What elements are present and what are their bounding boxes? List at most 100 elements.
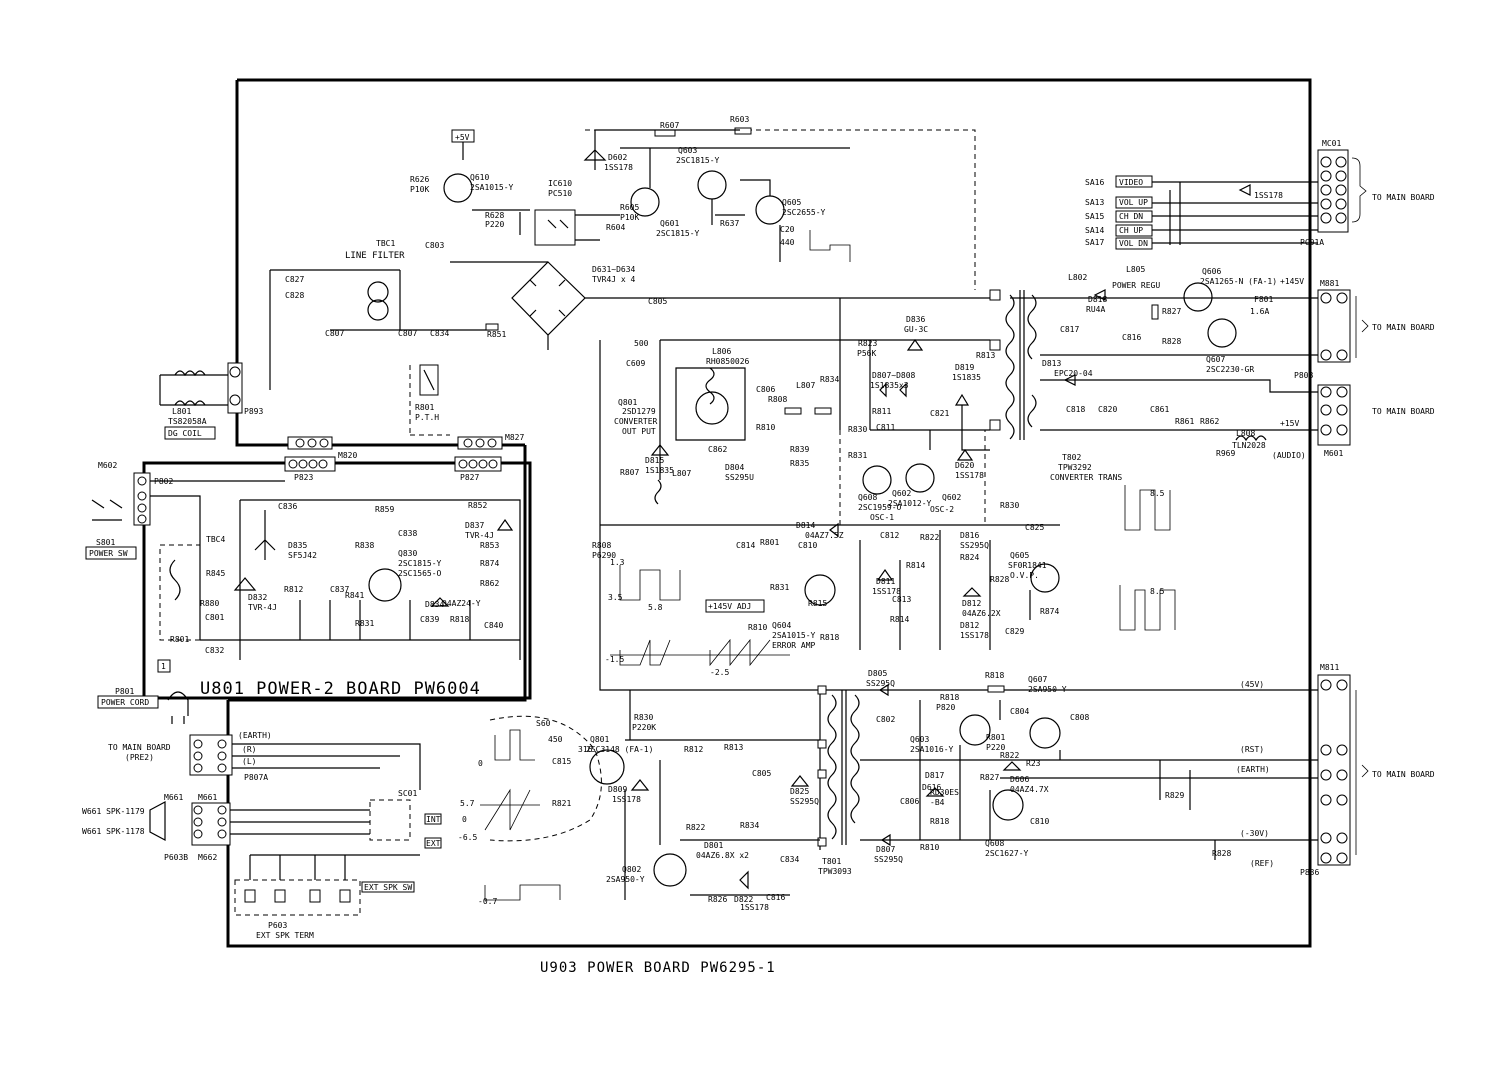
svg-text:C861: C861 — [1150, 405, 1169, 414]
svg-text:U801 POWER-2 BOARD PW6004: U801 POWER-2 BOARD PW6004 — [200, 679, 481, 699]
svg-text:P801: P801 — [115, 687, 134, 696]
svg-text:R830: R830 — [848, 425, 867, 434]
svg-text:CONVERTER TRANS: CONVERTER TRANS — [1050, 473, 1122, 482]
svg-text:R821: R821 — [552, 799, 571, 808]
svg-text:R818: R818 — [930, 817, 949, 826]
svg-text:R841: R841 — [345, 591, 364, 600]
svg-text:-0.7: -0.7 — [478, 897, 497, 906]
svg-text:2SC1815-Y: 2SC1815-Y — [656, 229, 700, 238]
svg-text:+5V: +5V — [455, 133, 470, 142]
svg-text:CONVERTER: CONVERTER — [614, 417, 658, 426]
svg-text:TVR4J x 4: TVR4J x 4 — [592, 275, 636, 284]
svg-text:M662: M662 — [198, 853, 217, 862]
svg-text:(EARTH): (EARTH) — [1236, 765, 1270, 774]
svg-text:500: 500 — [634, 339, 649, 348]
svg-text:-B4: -B4 — [930, 798, 945, 807]
svg-text:Q801: Q801 — [590, 735, 609, 744]
svg-text:P10K: P10K — [410, 185, 429, 194]
svg-text:R830: R830 — [634, 713, 653, 722]
connector-m881: M881 TO MAIN BOARD P808 — [1294, 279, 1435, 380]
svg-text:W661 SPK-1178: W661 SPK-1178 — [82, 827, 145, 836]
svg-text:Q603: Q603 — [678, 146, 697, 155]
svg-text:D631~D634: D631~D634 — [592, 265, 636, 274]
svg-text:P56K: P56K — [857, 349, 876, 358]
svg-text:D814: D814 — [796, 521, 815, 530]
svg-text:-6.5: -6.5 — [458, 833, 477, 842]
svg-text:5.7: 5.7 — [460, 799, 475, 808]
svg-text:C825: C825 — [1025, 523, 1044, 532]
svg-text:D807~D808: D807~D808 — [872, 371, 916, 380]
svg-text:2SC1565-O: 2SC1565-O — [398, 569, 442, 578]
svg-text:D815: D815 — [645, 456, 664, 465]
svg-text:450: 450 — [548, 735, 563, 744]
svg-text:RD30ES: RD30ES — [930, 788, 959, 797]
svg-text:EXT SPK TERM: EXT SPK TERM — [256, 931, 314, 940]
svg-text:C814: C814 — [736, 541, 755, 550]
main-board-title: U903 POWER BOARD PW6295-1 — [540, 960, 776, 976]
svg-text:R828: R828 — [1212, 849, 1231, 858]
svg-text:OSC-1: OSC-1 — [870, 513, 894, 522]
svg-text:TPW3292: TPW3292 — [1058, 463, 1092, 472]
svg-text:Q802: Q802 — [622, 865, 641, 874]
svg-text:440: 440 — [780, 238, 795, 247]
svg-text:SA14: SA14 — [1085, 226, 1104, 235]
svg-text:R818: R818 — [450, 615, 469, 624]
svg-text:R830: R830 — [1000, 501, 1019, 510]
svg-text:R852: R852 — [468, 501, 487, 510]
svg-text:M827: M827 — [505, 433, 524, 442]
sub-board-outline — [142, 461, 532, 700]
svg-text:RU4A: RU4A — [1086, 305, 1105, 314]
svg-text:EPC20-04: EPC20-04 — [1054, 369, 1093, 378]
drive-transistors: D602 1SS178 R607 R603 Q601 2SC1815-Y Q60… — [583, 115, 851, 262]
standby-section: +5V Q610 2SA1015-Y R626 P10K R628 P220 I… — [410, 129, 620, 246]
svg-text:1: 1 — [161, 662, 166, 671]
svg-text:POWER SW: POWER SW — [89, 549, 128, 558]
svg-text:P836: P836 — [1300, 868, 1319, 877]
svg-text:R813: R813 — [724, 743, 743, 752]
svg-text:D825: D825 — [790, 787, 809, 796]
svg-text:-1.5: -1.5 — [605, 655, 624, 664]
svg-text:Q605: Q605 — [782, 198, 801, 207]
connector-mc01: MC01 TO MAIN BOARD PC01A — [1300, 139, 1435, 247]
svg-text:-2.5: -2.5 — [710, 668, 729, 677]
svg-text:R845: R845 — [206, 569, 225, 578]
svg-text:04AZ6.2X: 04AZ6.2X — [962, 609, 1001, 618]
svg-text:1SS178: 1SS178 — [872, 587, 901, 596]
svg-text:R822: R822 — [920, 533, 939, 542]
svg-text:TBC4: TBC4 — [206, 535, 225, 544]
svg-text:C805: C805 — [752, 769, 771, 778]
lower-output-section: T801 TPW3093 D805 SS295Q D807 SS295Q Q60… — [817, 669, 1274, 876]
svg-text:(RST): (RST) — [1240, 745, 1264, 754]
svg-text:R874: R874 — [1040, 607, 1059, 616]
svg-text:CH UP: CH UP — [1119, 226, 1143, 235]
svg-text:04AZ6.8X x2: 04AZ6.8X x2 — [696, 851, 749, 860]
svg-text:0: 0 — [478, 759, 483, 768]
svg-text:D809: D809 — [608, 785, 627, 794]
svg-text:Q604: Q604 — [772, 621, 791, 630]
power-regulator: L802 L805 POWER REGU D818 RU4A Q606 2SA1… — [1042, 265, 1277, 458]
svg-text:TLN2028: TLN2028 — [1232, 441, 1266, 450]
svg-text:D819: D819 — [955, 363, 974, 372]
converter-transformer: T802 TPW3292 CONVERTER TRANS — [989, 289, 1122, 482]
svg-text:R839: R839 — [790, 445, 809, 454]
waveforms-center: R808 P6290 1.3 3.5 5.8 -1.5 -2.5 8.5 8.5 — [592, 340, 1176, 691]
svg-text:+15V: +15V — [1280, 419, 1299, 428]
svg-text:(REF): (REF) — [1250, 859, 1274, 868]
svg-text:R807: R807 — [620, 468, 639, 477]
svg-text:316: 316 — [578, 745, 593, 754]
svg-text:Q608: Q608 — [985, 839, 1004, 848]
svg-text:P220: P220 — [485, 220, 504, 229]
svg-text:SF5J42: SF5J42 — [288, 551, 317, 560]
svg-text:D822: D822 — [734, 895, 753, 904]
svg-text:C805: C805 — [648, 297, 667, 306]
svg-text:2SC1815-Y: 2SC1815-Y — [676, 156, 720, 165]
svg-text:2SC3148 (FA-1): 2SC3148 (FA-1) — [586, 745, 653, 754]
svg-text:Q607: Q607 — [1028, 675, 1047, 684]
svg-text:R812: R812 — [284, 585, 303, 594]
svg-text:P807A: P807A — [244, 773, 268, 782]
svg-text:SA16: SA16 — [1085, 178, 1104, 187]
output-rails — [860, 297, 1318, 860]
audio-output-section: (EARTH) (R) (L) TO MAIN BOARD (PRE2) P80… — [82, 731, 442, 940]
connectors-p823-p827: M820 P823 M827 P827 — [284, 433, 524, 482]
svg-text:1.3: 1.3 — [610, 558, 625, 567]
